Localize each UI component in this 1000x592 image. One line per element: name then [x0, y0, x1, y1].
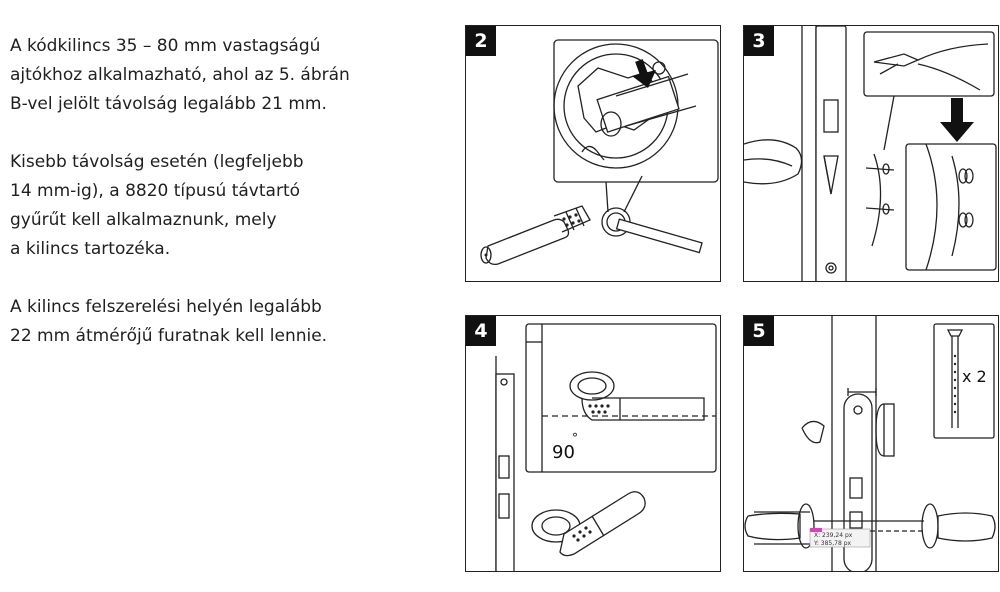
down-arrow-icon	[632, 59, 656, 88]
text-line: gyűrűt kell alkalmaznunk, mely	[10, 210, 277, 230]
paragraph-hole-diameter: A kilincs felszerelési helyén legalább 2…	[10, 293, 450, 351]
paragraph-spacer-ring: Kisebb távolság esetén (legfeljebb 14 mm…	[10, 148, 450, 264]
figure-number-badge: 2	[466, 26, 496, 56]
figure-3-illustration	[744, 26, 997, 281]
text-line: B-vel jelölt távolság legalább 21 mm.	[10, 94, 327, 114]
figure-5-illustration: x 2 X: 239,24 px Y: 385,78 px	[744, 316, 996, 571]
text-line: A kódkilincs 35 – 80 mm vastagságú	[10, 36, 321, 56]
angle-label: 90	[552, 442, 575, 463]
figure-4-illustration: 90 °	[495, 323, 717, 571]
text-line: 22 mm átmérőjű furatnak kell lennie.	[10, 326, 328, 346]
coordinate-readout: X: 239,24 px Y: 385,78 px	[809, 528, 871, 548]
figure-2-panel: 2	[465, 25, 721, 282]
figure-number-badge: 5	[744, 316, 774, 346]
text-line: A kilincs felszerelési helyén legalább	[10, 297, 322, 317]
figure-3-panel: 3	[743, 25, 999, 282]
text-line: ajtókhoz alkalmazható, ahol az 5. ábrán	[10, 65, 350, 85]
text-line: Kisebb távolság esetén (legfeljebb	[10, 152, 304, 172]
figure-5-panel: x 2 X: 239,24 px Y: 385,78 px 5	[743, 315, 999, 572]
figure-2-illustration	[480, 39, 719, 266]
figure-4-panel: 90 ° 4	[465, 315, 721, 572]
down-arrow-icon	[940, 98, 974, 142]
figure-number-badge: 4	[466, 316, 496, 346]
text-line: a kilincs tartozéka.	[10, 239, 171, 259]
coordinate-x-text: X: 239,24 px	[814, 532, 853, 539]
coordinate-y-text: Y: 385,78 px	[813, 540, 852, 547]
quantity-label: x 2	[962, 367, 987, 386]
instructions-text: A kódkilincs 35 – 80 mm vastagságú ajtók…	[10, 32, 450, 380]
degree-symbol: °	[572, 431, 578, 445]
paragraph-door-thickness: A kódkilincs 35 – 80 mm vastagságú ajtók…	[10, 32, 450, 119]
figure-number-badge: 3	[744, 26, 774, 56]
text-line: 14 mm-ig), a 8820 típusú távtartó	[10, 181, 301, 201]
